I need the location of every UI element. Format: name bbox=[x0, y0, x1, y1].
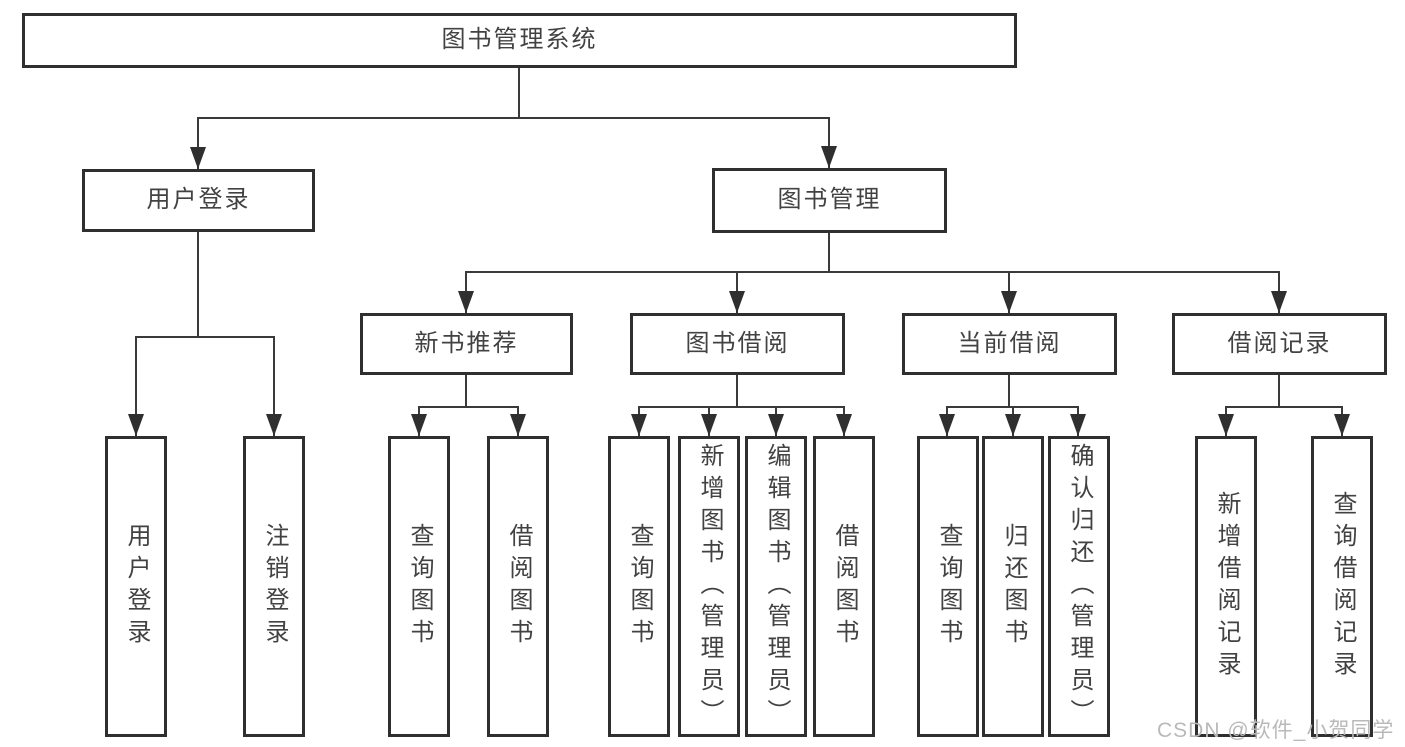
connector-line bbox=[1008, 375, 1010, 406]
arrow-down-icon bbox=[939, 414, 955, 436]
connector-line bbox=[197, 117, 830, 119]
leaf-query-book-recommend: 查询图书 bbox=[388, 436, 450, 737]
arrow-down-icon bbox=[1334, 414, 1350, 436]
arrow-down-icon bbox=[821, 146, 837, 168]
arrow-down-icon bbox=[411, 414, 427, 436]
connector-line bbox=[1225, 406, 1343, 408]
connector-line bbox=[638, 406, 845, 408]
node-book-borrow: 图书借阅 bbox=[630, 313, 845, 375]
arrow-down-icon bbox=[768, 414, 784, 436]
arrow-down-icon bbox=[836, 414, 852, 436]
arrow-down-icon bbox=[266, 414, 282, 436]
leaf-add-borrow-record: 新增借阅记录 bbox=[1195, 436, 1257, 737]
leaf-borrow-book: 借阅图书 bbox=[813, 436, 875, 737]
leaf-confirm-return-admin: 确认归还（管理员） bbox=[1048, 436, 1110, 737]
connector-line bbox=[273, 336, 275, 436]
connector-line bbox=[828, 117, 830, 168]
leaf-query-borrow-record: 查询借阅记录 bbox=[1311, 436, 1373, 737]
connector-line bbox=[736, 375, 738, 406]
leaf-return-book: 归还图书 bbox=[982, 436, 1044, 737]
arrow-down-icon bbox=[458, 291, 474, 313]
connector-line bbox=[828, 233, 830, 271]
connector-line bbox=[465, 271, 1280, 273]
leaf-query-book-current: 查询图书 bbox=[917, 436, 979, 737]
connector-line bbox=[135, 336, 137, 436]
connector-line bbox=[197, 117, 199, 169]
leaf-add-book-admin: 新增图书（管理员） bbox=[678, 436, 740, 737]
arrow-down-icon bbox=[1001, 291, 1017, 313]
arrow-down-icon bbox=[190, 147, 206, 169]
csdn-watermark: CSDN @软件_小贺同学 bbox=[1157, 719, 1395, 742]
arrow-down-icon bbox=[701, 414, 717, 436]
arrow-down-icon bbox=[631, 414, 647, 436]
connector-line bbox=[197, 232, 199, 336]
node-root: 图书管理系统 bbox=[22, 13, 1017, 68]
leaf-query-book-borrow: 查询图书 bbox=[608, 436, 670, 737]
connector-line bbox=[418, 406, 519, 408]
arrow-down-icon bbox=[1005, 414, 1021, 436]
arrow-down-icon bbox=[1070, 414, 1086, 436]
node-user-login: 用户登录 bbox=[82, 169, 315, 232]
arrow-down-icon bbox=[510, 414, 526, 436]
connector-line bbox=[135, 336, 275, 338]
leaf-logout: 注销登录 bbox=[243, 436, 305, 737]
node-book-management: 图书管理 bbox=[712, 168, 947, 233]
leaf-edit-book-admin: 编辑图书（管理员） bbox=[745, 436, 807, 737]
arrow-down-icon bbox=[1271, 291, 1287, 313]
connector-line bbox=[465, 375, 467, 406]
leaf-user-login: 用户登录 bbox=[105, 436, 167, 737]
connector-line bbox=[518, 68, 520, 117]
arrow-down-icon bbox=[729, 291, 745, 313]
node-new-book-recommend: 新书推荐 bbox=[360, 313, 573, 375]
arrow-down-icon bbox=[1218, 414, 1234, 436]
connector-line bbox=[1278, 375, 1280, 406]
node-borrow-records: 借阅记录 bbox=[1172, 313, 1387, 375]
arrow-down-icon bbox=[128, 414, 144, 436]
leaf-borrow-book-recommend: 借阅图书 bbox=[487, 436, 549, 737]
node-current-borrow: 当前借阅 bbox=[902, 313, 1117, 375]
